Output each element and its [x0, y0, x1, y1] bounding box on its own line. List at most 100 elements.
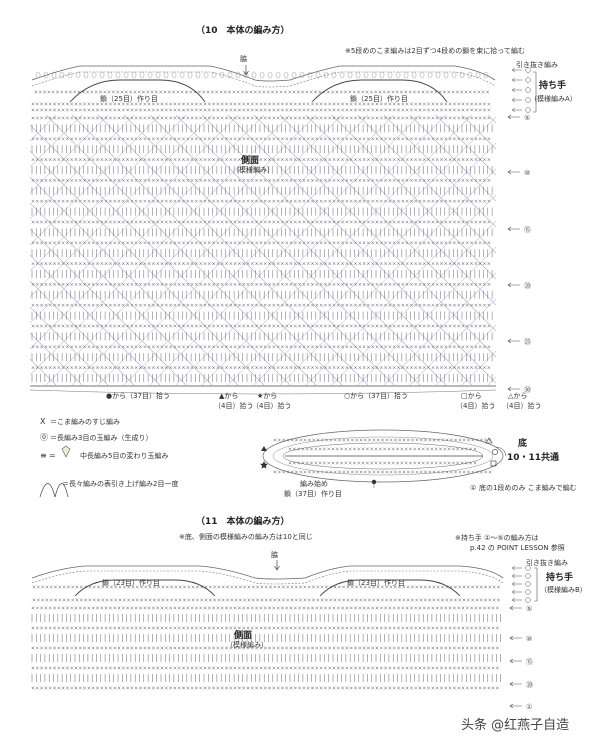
row-arrow-11 — [509, 681, 522, 687]
side-label: 側面 — [241, 156, 260, 166]
row-arrow-10 — [507, 114, 520, 120]
pickup-bracket-10 — [29, 389, 497, 395]
sc-row-10 — [31, 137, 491, 141]
sc-row-10 — [31, 241, 491, 245]
sc-row-10 — [31, 345, 491, 349]
bottom-label-sub: 10・11共通 — [507, 453, 560, 463]
handle-row-marker-10 — [525, 107, 531, 113]
row-number-10: ⑮ — [524, 226, 531, 234]
waki-label: 脇 — [240, 55, 247, 63]
legend-symbol-tama: ⓪ — [40, 433, 48, 442]
note-2: ※持ち手 ①～⑤の編み方は — [455, 534, 539, 542]
sc-top-10b — [31, 108, 491, 112]
row-number-10: ⑤ — [524, 114, 530, 122]
base-marker-triangle-open — [485, 437, 493, 444]
base-oval-mid — [272, 436, 494, 476]
legend-symbol-kawari: ≡ — [40, 451, 47, 460]
legend-text: ＝こま編みのすじ編み — [50, 418, 120, 426]
pickup-label: ★から — [257, 392, 278, 400]
sc-row-10 — [31, 199, 491, 203]
bottom-label: 底 — [518, 439, 528, 449]
sc-handle-11 — [32, 585, 500, 589]
base-marker-star — [260, 461, 268, 469]
legend-text: ＝長々編みの表引き上げ編み2目一度 — [62, 480, 179, 488]
sc-row-11 — [31, 666, 499, 670]
handle-row-arrow-10 — [511, 97, 522, 103]
row-arrow-10 — [507, 226, 520, 232]
base-start-dot — [371, 479, 377, 485]
legend-text: ＝長編み3目の玉編み（生成り） — [50, 434, 153, 442]
dc-row-10 — [31, 374, 493, 382]
dc-row-10 — [31, 145, 493, 154]
row-number-11: ⑳ — [526, 681, 533, 689]
row-arrow-11 — [509, 635, 522, 641]
dc-row-10 — [31, 290, 493, 299]
handle-row-marker-11 — [525, 589, 531, 595]
chain-label-right: 鎖（23目）作り目 — [347, 579, 405, 587]
legend-icon-fptr-b — [54, 483, 69, 498]
dc-row-10 — [31, 124, 493, 133]
side-label-sub: （模様編み） — [232, 166, 274, 174]
pickup-label: □から — [461, 392, 482, 400]
waki-label: 脇 — [271, 551, 278, 559]
sc-row-11 — [31, 686, 499, 690]
pickup-label: （4目）拾う — [252, 402, 292, 410]
start-label-sub: 鎖（37目）作り目 — [284, 490, 342, 498]
handle-row-arrow-11 — [511, 589, 522, 595]
sc-row-10 — [31, 303, 491, 307]
sc-row-10 — [31, 366, 491, 370]
legend-icon-fptr — [39, 483, 56, 498]
handle-row-arrow-11 — [511, 565, 522, 571]
base-oval-outer — [262, 429, 504, 483]
handle-row-arrow-10 — [511, 67, 522, 73]
note-1: ※底、側面の模様編みの編み方は10と同じ — [179, 533, 313, 541]
sc-top-10 — [31, 102, 491, 106]
sc-row-11 — [31, 646, 499, 650]
pickup-label: ▲から — [219, 392, 239, 400]
row-number-11: ⑩ — [526, 635, 532, 643]
base-sc-row-d — [273, 470, 492, 474]
pickup-label: （4目）拾う — [502, 402, 542, 410]
sc-row-10 — [31, 116, 491, 120]
hikinuki-label: 引き抜き編み — [516, 61, 558, 69]
row-number-10: ⑳ — [524, 282, 531, 290]
watermark: 头条 @红燕子自造 — [461, 718, 570, 733]
dc-row-11 — [31, 634, 501, 642]
base-marker-triangle — [261, 446, 267, 451]
handle-top-dash-11 — [31, 570, 504, 585]
handle-row-arrow-10 — [511, 107, 522, 113]
handle-opening-left-11 — [74, 579, 216, 597]
handle-label-sub: （模様編みB） — [540, 586, 587, 594]
row-arrow-10 — [507, 386, 520, 392]
handle-row-arrow-11 — [511, 597, 522, 603]
bottom-note: 底の1段めのみ こま編みで編む — [479, 484, 577, 492]
dc-row-10 — [31, 186, 493, 195]
row-number-10: ㉕ — [524, 338, 531, 346]
diagram-10-title: （10 本体の編み方） — [196, 26, 290, 36]
pickup-label: （4目）拾う — [456, 402, 496, 410]
pattern-diagonal-10b — [29, 114, 497, 386]
base-sc-row-b — [288, 461, 477, 465]
waki-arrowhead-11 — [274, 565, 280, 571]
handle-row-arrow-10 — [511, 77, 522, 83]
side-label-sub: （模様編み） — [226, 641, 268, 649]
dc-row-10 — [31, 311, 493, 320]
handle-top-dash-10 — [31, 71, 496, 88]
dc-row-11 — [31, 654, 501, 662]
hikinuki-label: 引き抜き編み — [526, 559, 568, 567]
side-label: 側面 — [234, 631, 253, 641]
legend-icon-kawari — [61, 445, 71, 458]
row-number-11: ⑮ — [526, 658, 533, 666]
handle-bracket-11 — [534, 567, 538, 602]
dc-row-10 — [31, 332, 493, 341]
chain-label-right: 鎖（25目）作り目 — [350, 95, 408, 103]
row-arrow-11 — [509, 605, 522, 611]
handle-row-marker-11 — [525, 597, 531, 603]
bottom-label-arrow — [495, 446, 507, 457]
sc-row-10 — [31, 324, 491, 328]
row-arrow-10 — [507, 282, 520, 288]
chain-label-left: 鎖（25目）作り目 — [100, 95, 158, 103]
dc-row-10 — [31, 166, 493, 174]
handle-row-arrow-10 — [511, 87, 522, 93]
